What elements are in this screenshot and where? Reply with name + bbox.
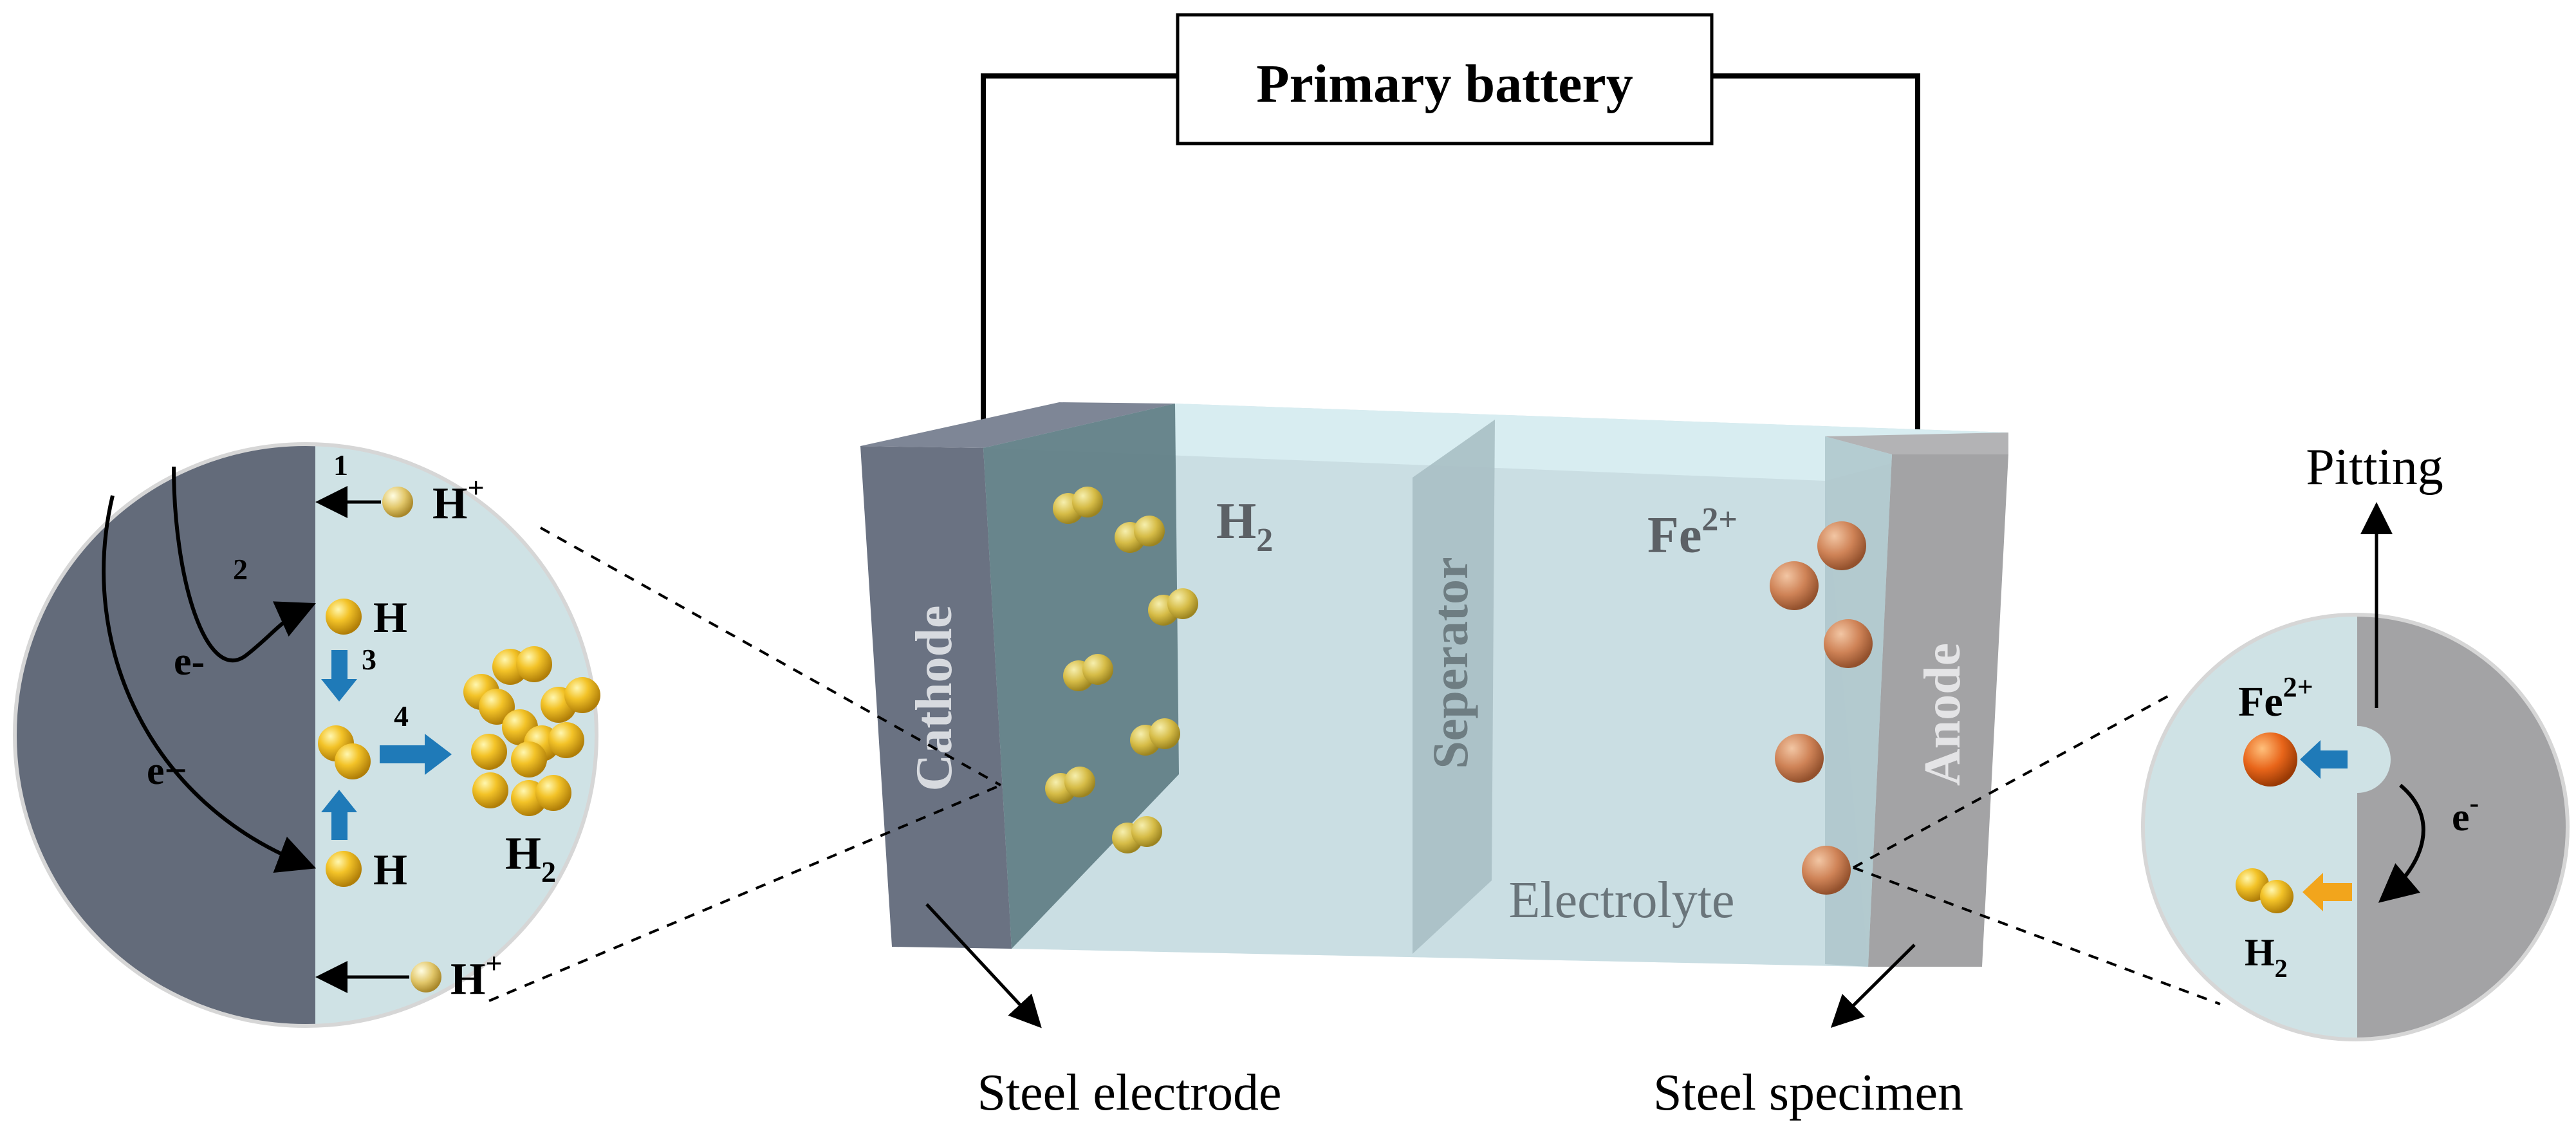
anode-h2-label: H2 bbox=[2245, 931, 2288, 983]
electron-label-short: e- bbox=[174, 640, 205, 684]
adsorbed-h-top bbox=[326, 599, 362, 635]
cell-h2-label: H2 bbox=[1216, 493, 1273, 559]
primary-battery-label: Primary battery bbox=[1256, 54, 1633, 114]
cathode-label: Cathode bbox=[906, 606, 963, 792]
cathode-slab bbox=[860, 446, 1012, 949]
external-circuit: Primary battery bbox=[981, 13, 1920, 460]
separator-plate bbox=[1413, 420, 1495, 954]
electrochemical-cell: Cathode Seperator Anode H2 Fe2+ bbox=[860, 402, 2008, 967]
cathode-zoom-circle: 2 e- e− 1 H+ H 3 4 H H+ bbox=[13, 442, 600, 1028]
step-2-label: 2 bbox=[233, 553, 248, 586]
electrolyte-top-face bbox=[983, 404, 2008, 481]
step-4-label: 4 bbox=[394, 700, 409, 732]
anode-electron-path bbox=[2378, 783, 2425, 903]
h-atom-bottom-label: H bbox=[373, 845, 407, 894]
anode-h2-molecule bbox=[2236, 868, 2293, 913]
electrolyte-label: Electrolyte bbox=[1509, 872, 1735, 929]
surface-h2-molecule bbox=[318, 725, 371, 779]
step-4-arrow bbox=[380, 734, 452, 775]
cathode-top bbox=[860, 402, 1175, 448]
anode-label: Anode bbox=[1914, 643, 1971, 786]
h2-cluster-label: H2 bbox=[505, 828, 556, 888]
hplus-top-label: H+ bbox=[432, 471, 485, 528]
cathode-h2-bubbles bbox=[1045, 487, 1198, 853]
adsorbed-h-bottom bbox=[326, 851, 362, 887]
steel-specimen-label: Steel specimen bbox=[1653, 1065, 1963, 1121]
cathode-wire bbox=[981, 73, 1178, 428]
electron-label-main: e− bbox=[147, 749, 187, 793]
anode-top bbox=[1825, 433, 2008, 454]
anode-wire bbox=[1712, 73, 1920, 460]
h2-bubble-cluster bbox=[463, 646, 600, 816]
hplus-bottom-ion bbox=[411, 962, 441, 992]
fe-release-arrow bbox=[2300, 740, 2348, 779]
step-3-label: 3 bbox=[362, 643, 376, 676]
electron-path-main bbox=[102, 495, 317, 873]
anode-zoom-circle: Fe2+ e- H2 Pitting bbox=[2141, 439, 2570, 1041]
zoom-guide-lines bbox=[488, 526, 2221, 1005]
h2-arrow bbox=[2303, 873, 2352, 911]
steel-specimen-arrow bbox=[1830, 944, 1916, 1029]
steel-electrode-label: Steel electrode bbox=[977, 1065, 1281, 1121]
pitting-label: Pitting bbox=[2306, 439, 2443, 496]
primary-battery-box bbox=[1176, 13, 1714, 145]
cell-fe-label: Fe2+ bbox=[1647, 501, 1737, 564]
h-atom-top-label: H bbox=[373, 593, 407, 642]
callouts: Steel electrode Steel specimen bbox=[925, 903, 1963, 1121]
step-3-arrow bbox=[321, 650, 357, 702]
up-arrow bbox=[321, 790, 357, 840]
step-1-label: 1 bbox=[333, 449, 348, 481]
cathode-metal-region bbox=[15, 444, 315, 1026]
cathode-zoom-outline bbox=[13, 442, 598, 1028]
steel-electrode-arrow bbox=[925, 903, 1042, 1029]
anode-fe-ions bbox=[1770, 521, 1873, 895]
separator-label: Seperator bbox=[1422, 557, 1478, 768]
anode-slab bbox=[1868, 454, 2008, 967]
electron-path-2 bbox=[172, 466, 316, 663]
pit-notch bbox=[2324, 726, 2391, 793]
hplus-bottom-label: H+ bbox=[450, 947, 503, 1004]
hplus-top-ion bbox=[382, 487, 413, 517]
anode-electrolyte-region bbox=[2143, 615, 2357, 1039]
anode-electron-label: e- bbox=[2452, 787, 2479, 839]
anode-zoom-outline bbox=[2141, 613, 2570, 1041]
fe-ion-label: Fe2+ bbox=[2238, 671, 2313, 725]
fe-ion bbox=[2243, 732, 2297, 787]
